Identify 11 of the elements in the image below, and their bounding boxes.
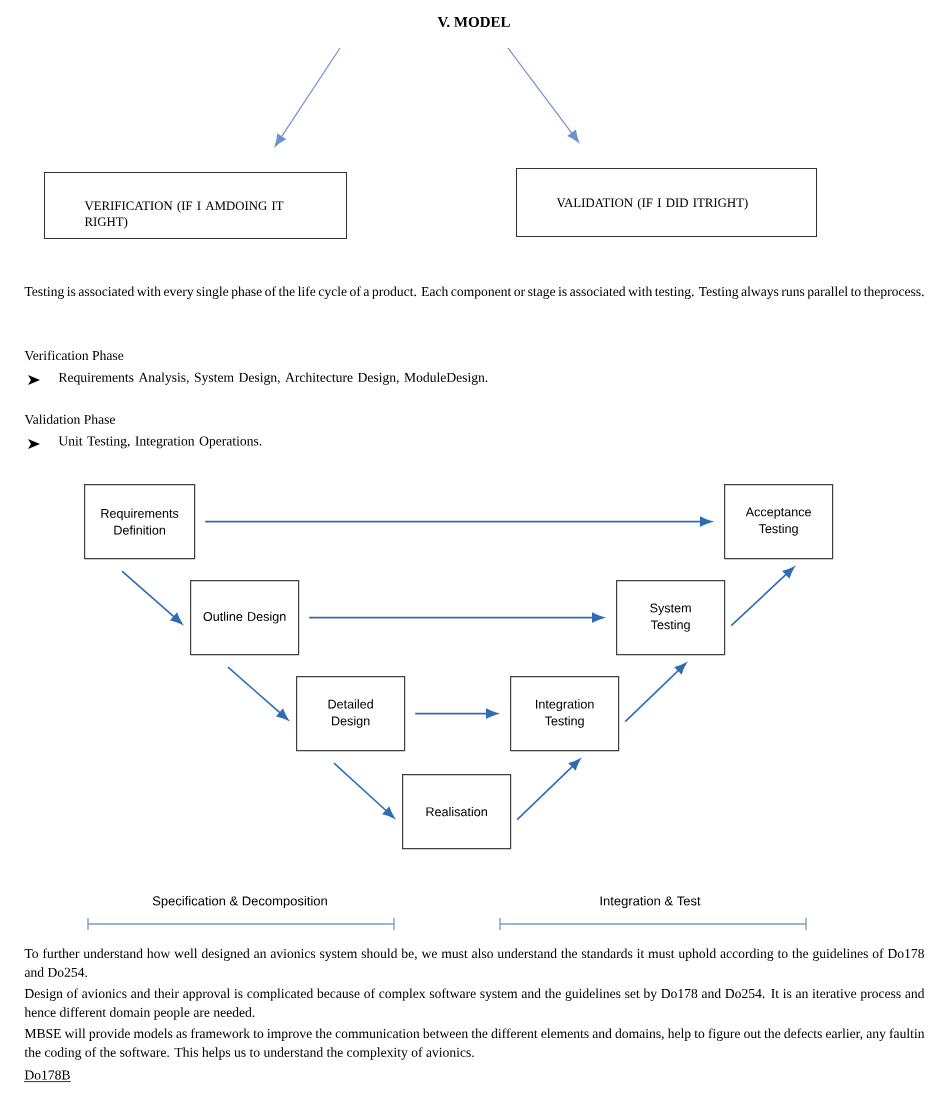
- arrow: [204, 516, 712, 527]
- arrow: [308, 612, 604, 623]
- arrow: [507, 47, 580, 143]
- arrow: [333, 762, 395, 819]
- arrow: [274, 47, 341, 147]
- arrow: [227, 666, 289, 721]
- arrow: [730, 566, 795, 627]
- arrow: [516, 758, 581, 821]
- arrow: [624, 662, 687, 723]
- arrow: [121, 570, 183, 625]
- arrow: [414, 708, 498, 719]
